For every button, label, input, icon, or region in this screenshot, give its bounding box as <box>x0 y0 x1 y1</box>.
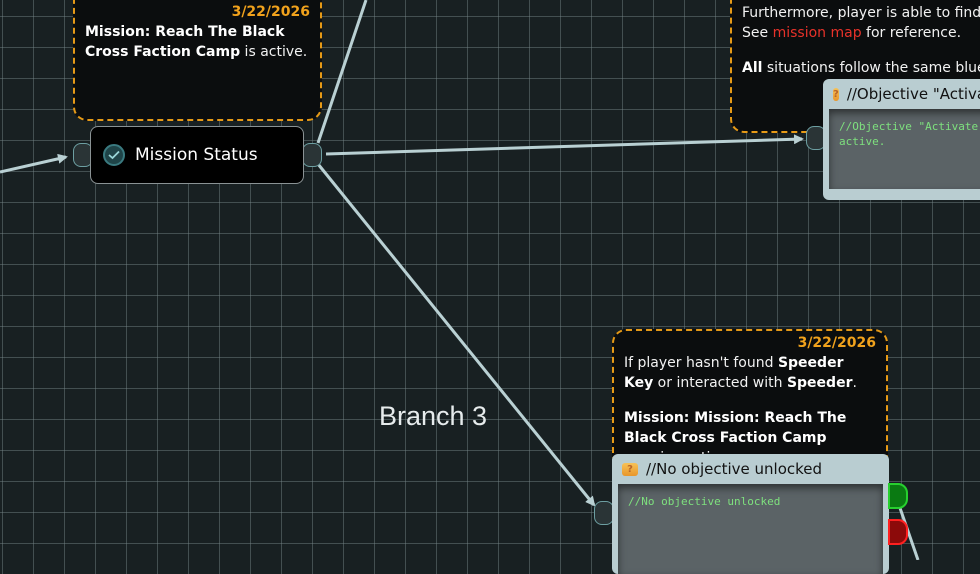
mission-status-output-pin[interactable] <box>302 143 322 167</box>
false-output-pin[interactable] <box>888 519 908 545</box>
comment-box-mission-active[interactable]: 3/22/2026 Mission: Reach The Black Cross… <box>73 0 322 121</box>
wire-from-true-pin[interactable] <box>898 507 920 560</box>
objective-activate-node[interactable]: ? //Objective "Activate //Objective "Act… <box>823 79 980 200</box>
comment-text: If player hasn't found Speeder Key or in… <box>624 355 857 391</box>
no-objective-node[interactable]: ? //No objective unlocked //No objective… <box>612 454 889 574</box>
check-circle-icon <box>103 144 125 166</box>
node-code-body[interactable]: //No objective unlocked <box>618 484 883 574</box>
wire-to-objective-activate[interactable] <box>325 134 804 156</box>
question-box-icon: ? <box>833 87 839 101</box>
comment-date: 3/22/2026 <box>797 335 876 351</box>
comment-date: 3/22/2026 <box>231 4 310 20</box>
no-objective-input-pin[interactable] <box>594 501 614 525</box>
mission-status-node[interactable]: Mission Status <box>90 126 304 184</box>
comment-line: Furthermore, player is able to find the <box>742 5 980 21</box>
node-title: //Objective "Activate <box>846 85 980 103</box>
wires-layer <box>0 0 920 560</box>
wire-incoming[interactable] <box>0 153 68 174</box>
comment-text: Mission: Reach The Black Cross Faction C… <box>85 24 308 60</box>
comment-line: All situations follow the same blueprint <box>742 60 980 76</box>
node-title: //No objective unlocked <box>646 460 823 478</box>
true-output-pin[interactable] <box>888 483 908 509</box>
question-box-icon: ? <box>622 462 638 476</box>
mission-status-label: Mission Status <box>135 145 258 165</box>
wire-up[interactable] <box>316 0 368 144</box>
node-code-body[interactable]: //Objective "Activate active. <box>829 109 980 189</box>
wire-to-no-objective[interactable] <box>316 163 596 507</box>
mission-map-link[interactable]: mission map <box>772 25 862 41</box>
comment-box-no-speeder[interactable]: 3/22/2026 If player hasn't found Speeder… <box>612 329 888 469</box>
comment-box-situations[interactable]: Furthermore, player is able to find the … <box>730 0 980 133</box>
branch-label: Branch 3 <box>379 401 488 431</box>
comment-line: See mission map for reference. <box>742 25 962 41</box>
